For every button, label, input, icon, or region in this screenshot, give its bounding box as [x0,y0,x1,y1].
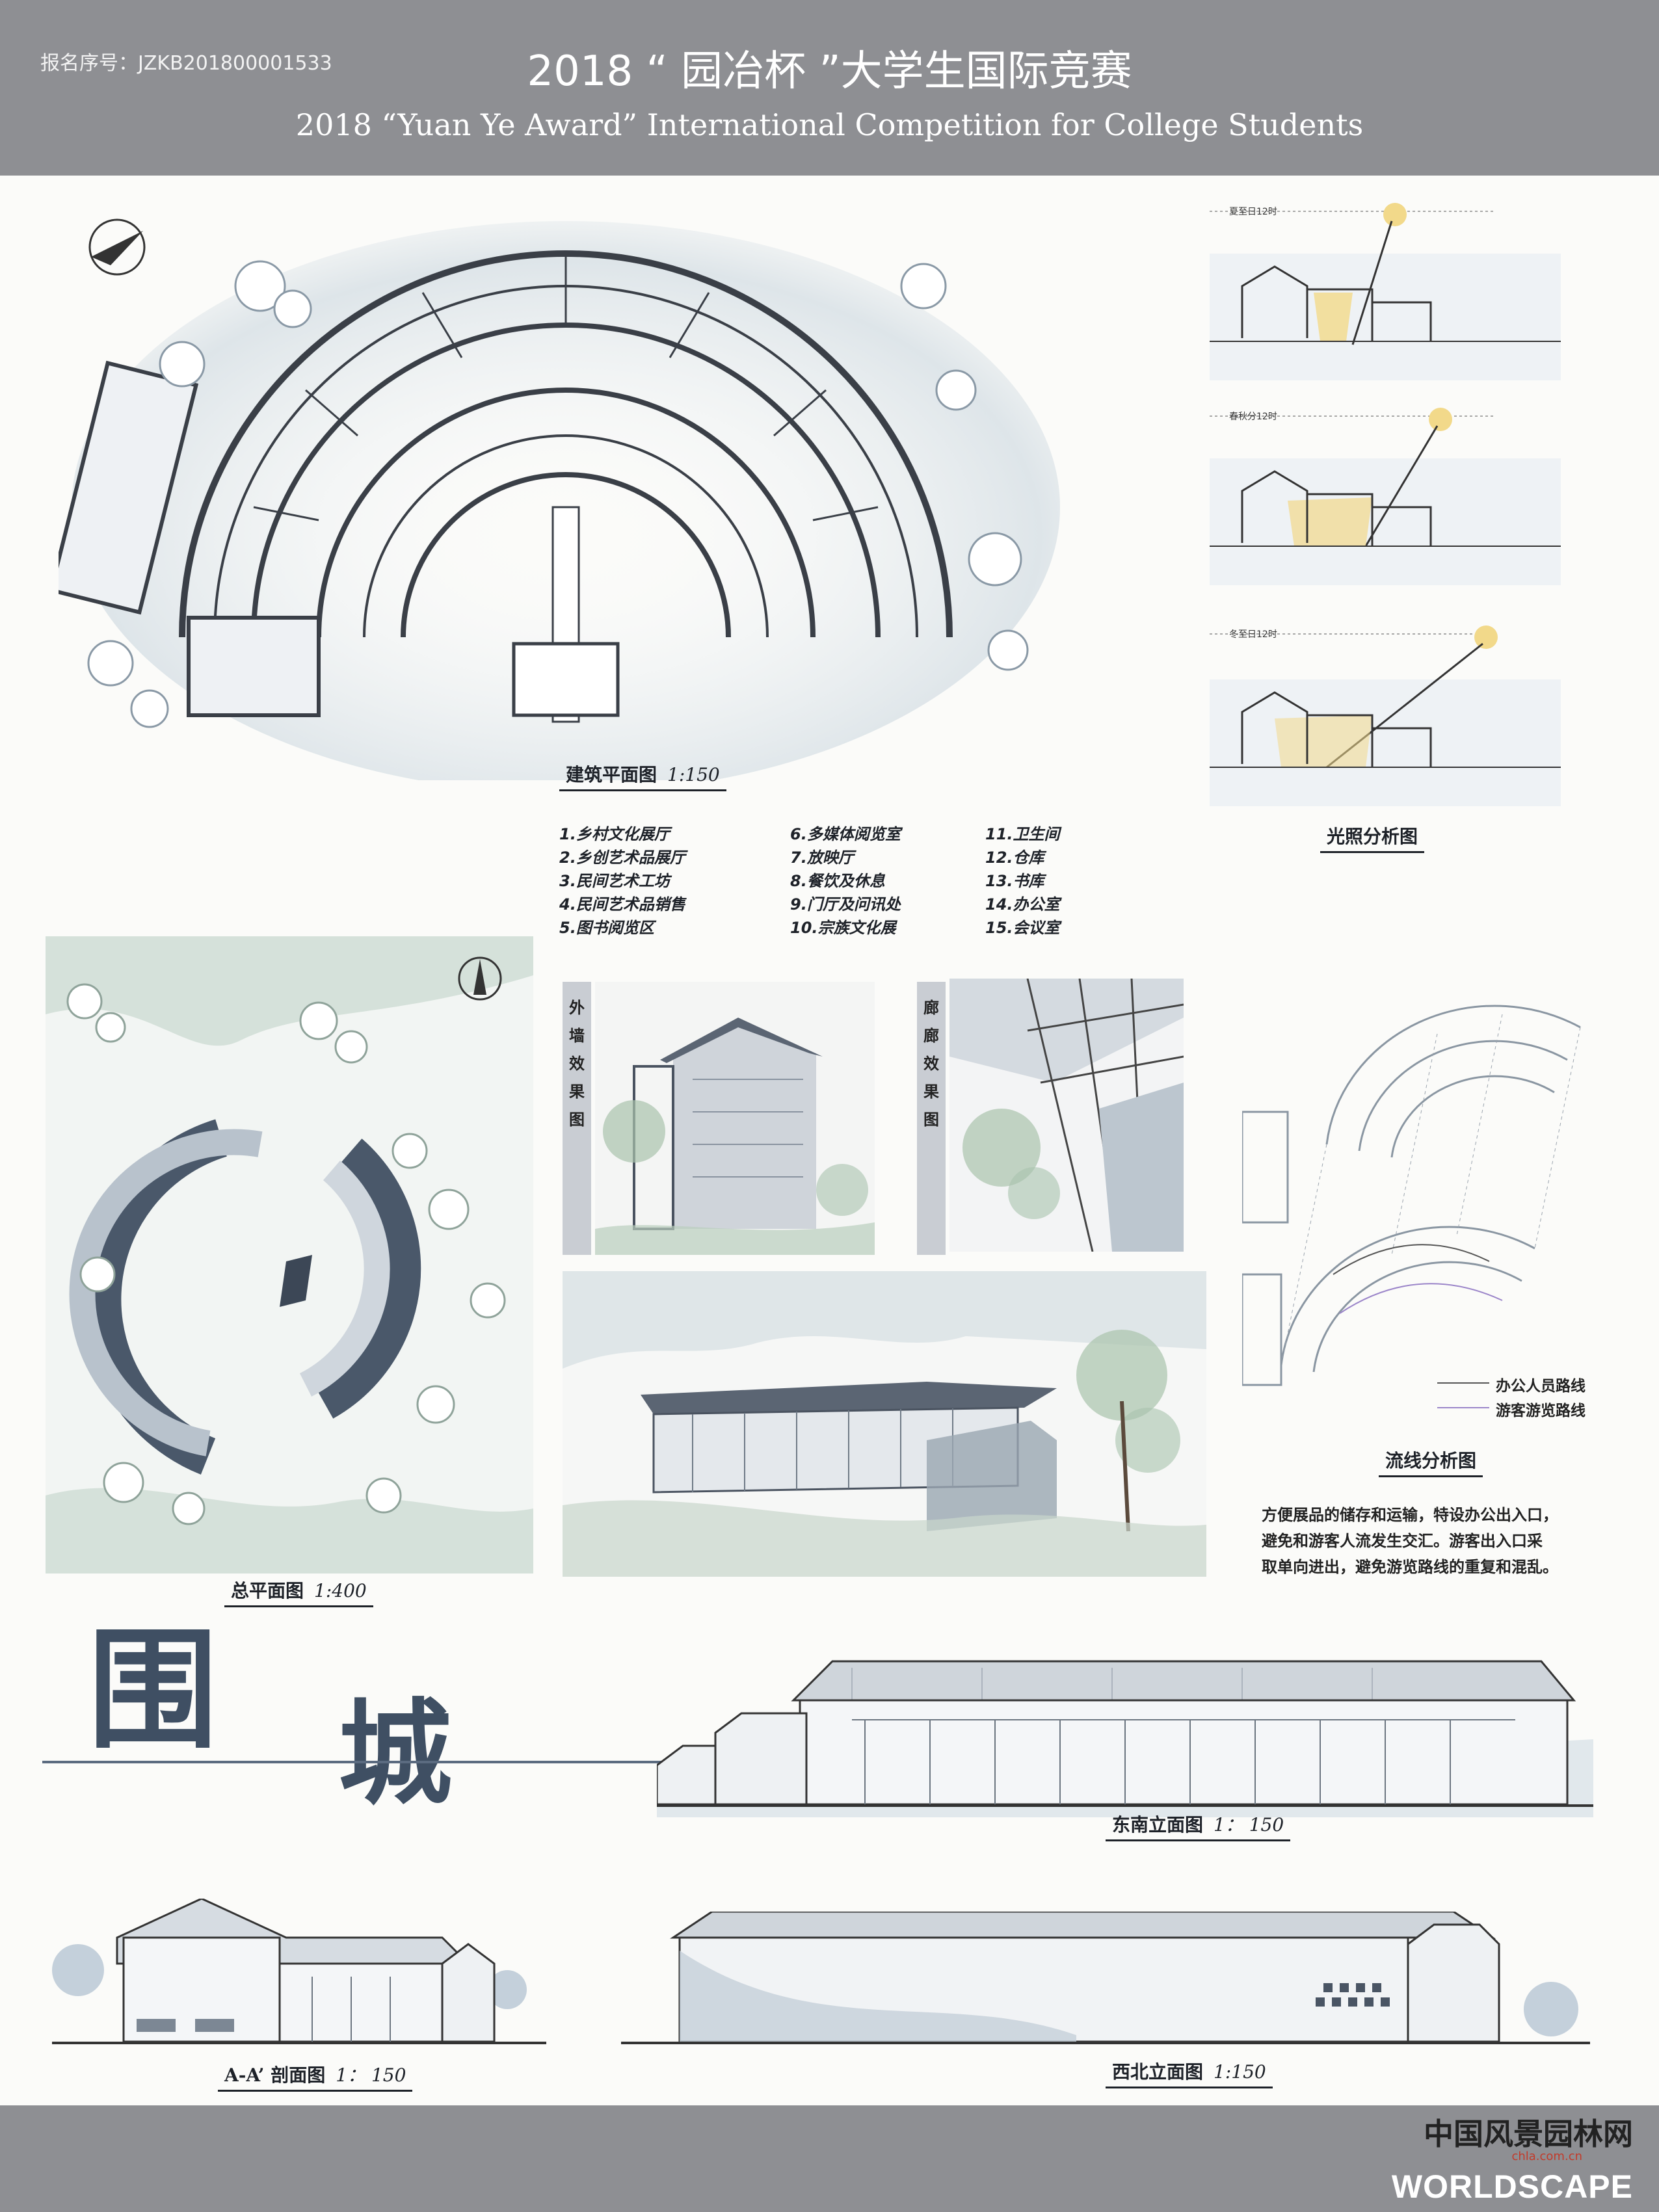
legend-item: 15.会议室 [985,919,1060,937]
legend-item: 8.餐饮及休息 [790,872,885,890]
title-english: 2018 “Yuan Ye Award” International Compe… [295,107,1364,142]
northwest-elevation-caption: 西北立面图 1:150 [1106,2058,1273,2088]
legend-item: 13.书库 [985,872,1044,890]
circulation-description: 方便展品的储存和运输，特设办公出入口， 避免和游客人流发生交汇。游客出入口采 取… [1262,1506,1558,1576]
legend-item: 7.放映厅 [790,849,854,867]
northwest-elevation-scale: 1:150 [1214,2061,1266,2083]
northwest-elevation-drawing [621,1912,1590,2044]
title-underline [42,1761,680,1763]
section-aa-title: A-A’ 剖面图 [224,2064,326,2086]
brand-logo-worldscape: WORLDSCAPE [1391,2168,1633,2205]
legend-item: 1.乡村文化展厅 [559,825,670,843]
project-title-char2: 城 [338,1687,452,1821]
site-plan-scale: 1:400 [314,1580,367,1601]
floor-plan-title: 建筑平面图 [566,764,657,785]
floor-plan-caption: 建筑平面图 1:150 [559,761,726,791]
site-plan-title: 总平面图 [231,1580,304,1601]
legend-item: 5.图书阅览区 [559,919,654,937]
site-plan-caption: 总平面图 1:400 [224,1577,373,1607]
sun-label-equinox: 春秋分12时 [1229,412,1277,422]
legend-item: 14.办公室 [985,895,1060,914]
title-chinese: 2018 “ 园冶杯 ”大学生国际竞赛 [527,47,1132,96]
floor-plan-legend-col2: 6.多媒体阅览室 7.放映厅 8.餐饮及休息 9.门厅及问讯处 10.宗族文化展 [790,823,901,940]
site-plan-drawing [46,936,533,1573]
north-arrow-icon [458,956,502,1001]
legend-item: 3.民间艺术工坊 [559,872,670,890]
corridor-label: 廊 廊 效 果 图 [917,982,946,1255]
legend-item: 6.多媒体阅览室 [790,825,901,843]
southeast-elevation-drawing [657,1660,1593,1817]
registration-number: 报名序号：JZKB201800001533 [40,52,332,75]
circulation-axonometric [1242,1005,1581,1408]
floor-plan-legend-col1: 1.乡村文化展厅 2.乡创艺术品展厅 3.民间艺术工坊 4.民间艺术品销售 5.… [559,823,685,940]
southeast-elevation-caption: 东南立面图 1： 150 [1106,1811,1291,1841]
legend-item: 2.乡创艺术品展厅 [559,849,685,867]
legend-item: 4.民间艺术品销售 [559,895,685,914]
section-aa-scale: 1： 150 [336,2064,406,2086]
floor-plan-drawing [59,218,1060,780]
circulation-title: 流线分析图 [1385,1450,1477,1471]
exterior-wall-label: 外 墙 效 果 图 [563,982,591,1255]
floor-plan-legend-col3: 11.卫生间 12.仓库 13.书库 14.办公室 15.会议室 [985,823,1060,940]
section-aa-caption: A-A’ 剖面图 1： 150 [218,2061,413,2092]
southeast-elevation-title: 东南立面图 [1112,1814,1204,1836]
perspective-rendering [563,1271,1206,1577]
southeast-elevation-scale: 1： 150 [1214,1814,1284,1836]
northwest-elevation-title: 西北立面图 [1112,2061,1204,2083]
legend-item: 9.门厅及问讯处 [790,895,901,914]
floor-plan-scale: 1:150 [667,764,720,785]
legend-item: 11.卫生间 [985,825,1060,843]
sunlight-title: 光照分析图 [1327,826,1418,847]
sunlight-caption: 光照分析图 [1320,823,1425,853]
legend-item: 12.仓库 [985,849,1044,867]
sun-label-summer: 夏至日12时 [1229,207,1277,217]
north-arrow-icon [88,218,146,276]
section-aa-drawing [52,1899,546,2044]
route-visitor-label: 游客游览路线 [1496,1402,1586,1419]
brand-url: chla.com.cn [1511,2150,1582,2163]
footer-bar [0,2105,1659,2212]
header-bar [0,0,1659,176]
sun-label-winter: 冬至日12时 [1229,629,1277,640]
project-title-char1: 围 [88,1614,219,1767]
exterior-wall-rendering [595,982,875,1255]
brand-logo-chla: 中国风景园林网 [1424,2116,1633,2152]
sunlight-analysis-drawings: 夏至日12时 春秋分12时 冬至日12时 [1210,203,1561,806]
legend-item: 10.宗族文化展 [790,919,896,937]
corridor-rendering [949,979,1184,1252]
route-staff-label: 办公人员路线 [1496,1378,1586,1395]
circulation-caption: 流线分析图 [1379,1447,1483,1477]
